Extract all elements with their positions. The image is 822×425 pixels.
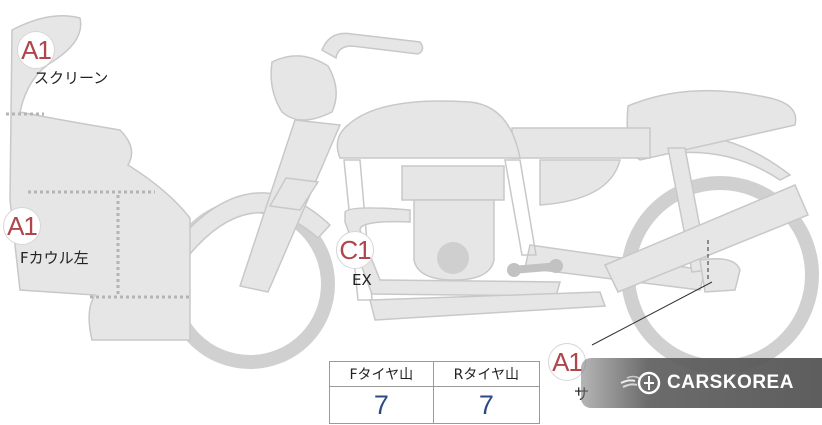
- brand-watermark: CARSKOREA: [581, 358, 822, 408]
- tread-value-row: 7 7: [329, 386, 541, 424]
- rear-cover: [699, 258, 741, 293]
- rear-tread-value: 7: [432, 386, 541, 424]
- engine-case: [437, 242, 469, 274]
- fork-tube: [268, 177, 320, 211]
- front-tread-value: 7: [329, 386, 434, 424]
- part-label-fcowl: Fカウル左: [20, 249, 89, 267]
- windscreen-cowl: [9, 15, 191, 341]
- marker-code: A1: [7, 210, 38, 241]
- front-tread-header: Fタイヤ山: [329, 361, 434, 387]
- damage-marker-fcowl: A1: [3, 207, 41, 245]
- side-panel: [539, 159, 621, 206]
- tread-header-row: Fタイヤ山 Rタイヤ山: [329, 361, 541, 387]
- muffler: [603, 184, 809, 293]
- brand-name: CARSKOREA: [667, 372, 794, 393]
- exhaust-pipe: [344, 207, 561, 297]
- carskorea-flame-logo-icon: [620, 371, 661, 395]
- damage-marker-screen: A1: [17, 31, 55, 69]
- rear-tread-header: Rタイヤ山: [432, 361, 541, 387]
- damage-marker-ex: C1: [336, 231, 374, 269]
- leader-line-side: [591, 281, 713, 346]
- marker-code: C1: [339, 234, 371, 265]
- marker-code: A1: [21, 34, 52, 65]
- fuel-tank: [336, 100, 521, 159]
- side-cover: [511, 127, 651, 159]
- part-label-screen: スクリーン: [34, 69, 109, 87]
- headlight: [270, 55, 337, 121]
- engine-block: [413, 199, 495, 281]
- damage-marker-side: A1: [548, 343, 586, 381]
- marker-code: A1: [552, 346, 583, 377]
- foot-peg-end: [507, 263, 521, 277]
- handlebar: [321, 32, 424, 60]
- foot-peg-end2: [549, 259, 563, 273]
- tire-tread-table: Fタイヤ山 Rタイヤ山 7 7: [329, 361, 541, 424]
- muffler-pipe: [369, 291, 607, 321]
- engine-top: [401, 165, 505, 201]
- part-label-ex: EX: [352, 271, 372, 289]
- frame-rear: [504, 159, 537, 256]
